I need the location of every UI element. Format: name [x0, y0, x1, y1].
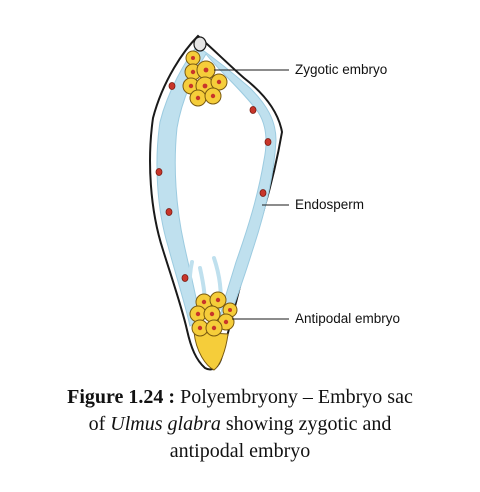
endosperm-layer [156, 45, 277, 327]
label-antipodal-embryo: Antipodal embryo [295, 311, 401, 326]
zygotic-nuclei [188, 56, 222, 101]
label-endosperm: Endosperm [295, 197, 365, 212]
caption-line-1: Figure 1.24 : Polyembryony – Embryo sac [20, 384, 460, 411]
figure-label: Figure 1.24 : [67, 386, 176, 408]
caption-showing: showing zygotic and [225, 413, 392, 435]
caption-line-3: antipodal embryo [169, 440, 311, 462]
figure-caption: Figure 1.24 : Polyembryony – Embryo sac … [20, 384, 460, 465]
micropyle-tip [193, 36, 207, 52]
antipodal-nuclei [195, 297, 232, 331]
caption-line-2: of Ulmus glabra showing zygotic and [20, 411, 460, 438]
antipodal-suspensor [193, 331, 229, 371]
label-zygotic-embryo: Zygotic embryo [295, 62, 388, 77]
endosperm-nuclei [155, 82, 272, 282]
species-name: Ulmus glabra [110, 413, 221, 435]
caption-of: of [88, 413, 106, 435]
caption-title: Polyembryony – Embryo sac [180, 386, 413, 408]
embryo-sac-diagram [149, 34, 289, 371]
